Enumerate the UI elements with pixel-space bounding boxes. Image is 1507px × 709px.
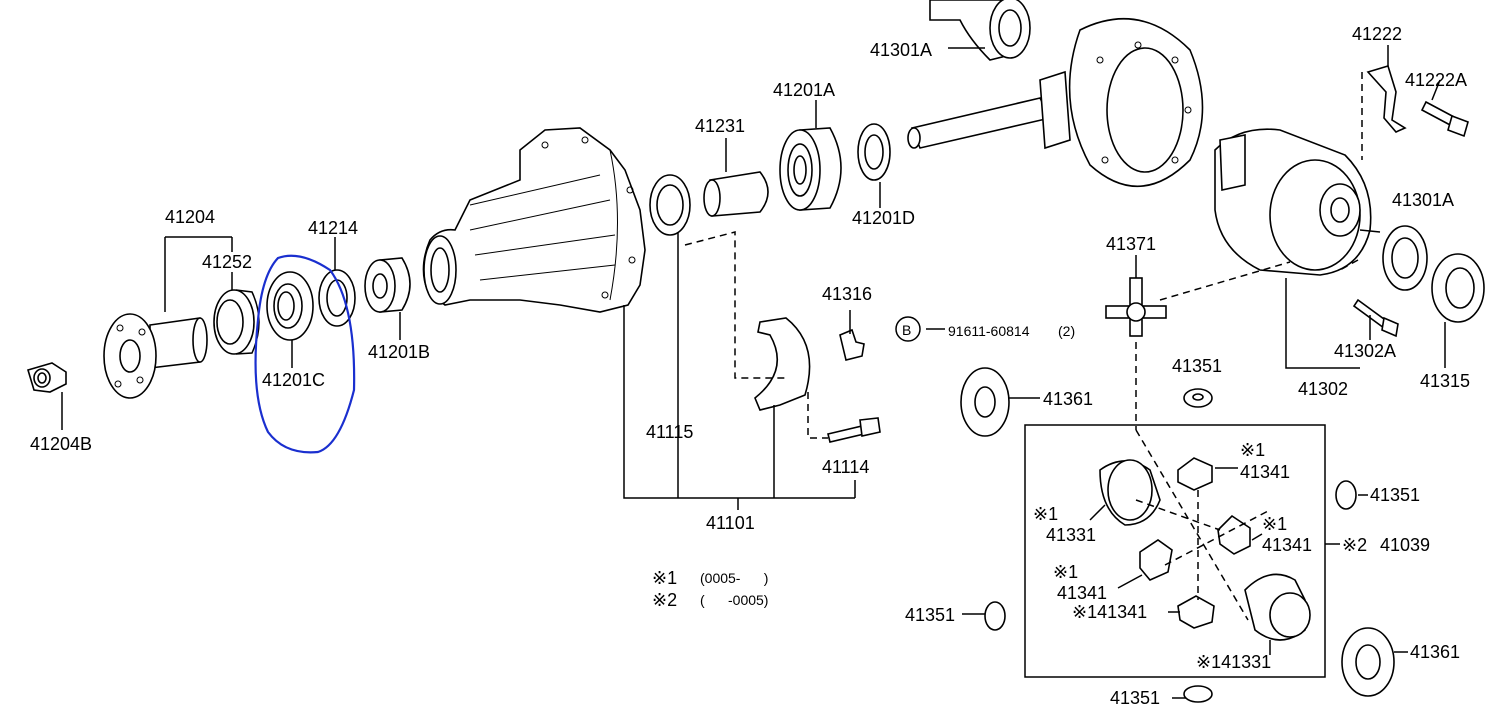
label-bolt-code: 91611-60814 xyxy=(948,323,1030,339)
label-41315: 41315 xyxy=(1420,371,1470,391)
label-41222A: 41222A xyxy=(1405,70,1467,90)
legend-row2-text: ( -0005) xyxy=(700,592,768,608)
part-41331-side-gear-lower xyxy=(1244,573,1311,641)
part-41341-pinion-d xyxy=(1177,595,1215,629)
highlight-circle-41201C xyxy=(254,254,356,454)
label-41302A: 41302A xyxy=(1334,341,1396,361)
label-41252: 41252 xyxy=(202,252,252,272)
label-41301A-right: 41301A xyxy=(1392,190,1454,210)
part-41341-pinion-c xyxy=(1139,539,1173,581)
bolt-marker-circle xyxy=(895,316,921,342)
mark-41341-c: ※1 xyxy=(1053,562,1078,582)
part-41201A-bearing xyxy=(779,127,842,211)
label-41204B: 41204B xyxy=(30,434,92,454)
part-41301A-top-bearing xyxy=(929,0,1031,61)
label-41115: 41115 xyxy=(646,422,693,442)
label-41231: 41231 xyxy=(695,116,745,136)
label-41351-b: 41351 xyxy=(1370,485,1420,505)
label-41201B: 41201B xyxy=(368,342,430,362)
label-41351-a: 41351 xyxy=(1172,356,1222,376)
mark-41039: ※2 xyxy=(1342,535,1367,555)
part-41316-bracket xyxy=(839,328,865,361)
label-41222: 41222 xyxy=(1352,24,1402,44)
part-41201D-shim xyxy=(857,123,891,181)
label-41341-d: ※141341 xyxy=(1072,602,1147,622)
part-41351-washer-d xyxy=(1183,685,1213,703)
label-41341-a: 41341 xyxy=(1240,462,1290,482)
bolt-marker-letter: B xyxy=(902,322,911,338)
part-41351-washer-c xyxy=(984,601,1006,631)
label-41302: 41302 xyxy=(1298,379,1348,399)
label-41351-d: 41351 xyxy=(1110,688,1160,708)
part-41204-flange xyxy=(103,313,208,399)
part-41351-washer-b xyxy=(1335,480,1357,510)
part-41371-spider xyxy=(1105,277,1167,337)
part-41214-spacer xyxy=(318,269,356,327)
part-41201B-bearing xyxy=(364,257,411,313)
mark-41341-a: ※1 xyxy=(1240,440,1265,460)
part-41222-lock xyxy=(1366,65,1407,133)
part-carrier-housing xyxy=(422,127,646,313)
part-41222A-bolt xyxy=(1420,100,1469,138)
part-41302A-bolt xyxy=(1352,298,1399,338)
label-41214: 41214 xyxy=(308,218,358,238)
part-41331-side-gear xyxy=(1099,459,1161,526)
part-41204B-nut xyxy=(27,362,67,393)
mark-41331: ※1 xyxy=(1033,504,1058,524)
label-41101: 41101 xyxy=(706,513,755,533)
label-41316: 41316 xyxy=(822,284,872,304)
legend-row1-text: (0005- ) xyxy=(700,570,768,586)
part-41302-diff-case xyxy=(1214,128,1372,276)
part-ring-and-pinion xyxy=(907,18,1204,188)
part-41201C-bearing xyxy=(266,271,314,341)
part-41101-bearing-cap xyxy=(754,317,811,411)
label-41341-c: 41341 xyxy=(1057,583,1107,603)
part-41252-seal xyxy=(213,289,260,355)
legend-row2-mark: ※2 xyxy=(652,590,677,610)
label-41331: 41331 xyxy=(1046,525,1096,545)
part-41351-washer-a xyxy=(1183,388,1213,408)
label-41204: 41204 xyxy=(165,207,215,227)
inset-box-41039 xyxy=(1024,424,1326,678)
part-41115-race xyxy=(649,174,691,236)
mark-41341-b: ※1 xyxy=(1262,514,1287,534)
label-41301A-top: 41301A xyxy=(870,40,932,60)
part-41301A-right-bearing xyxy=(1382,225,1428,291)
part-41114-bolt xyxy=(827,417,881,443)
label-41371: 41371 xyxy=(1106,234,1156,254)
label-41361-a: 41361 xyxy=(1043,389,1093,409)
label-41351-c: 41351 xyxy=(905,605,955,625)
label-41361-b: 41361 xyxy=(1410,642,1460,662)
label-bolt-qty: (2) xyxy=(1058,323,1075,339)
part-41361-washer-lower xyxy=(1341,627,1395,697)
part-41315-adjusting-nut xyxy=(1431,253,1485,323)
legend-row1-mark: ※1 xyxy=(652,568,677,588)
part-41341-pinion-a xyxy=(1177,457,1213,491)
label-41201D: 41201D xyxy=(852,208,915,228)
label-41201C: 41201C xyxy=(262,370,325,390)
label-41201A: 41201A xyxy=(773,80,835,100)
label-41341-b: 41341 xyxy=(1262,535,1312,555)
dashed-assembly-lines xyxy=(684,72,1363,621)
label-41331-b: ※141331 xyxy=(1196,652,1271,672)
legend: ※1 (0005- ) ※2 ( -0005) xyxy=(652,568,768,610)
part-41361-washer-upper xyxy=(960,367,1010,437)
leader-lines xyxy=(61,45,1446,699)
label-41114: 41114 xyxy=(822,457,869,477)
label-41039: 41039 xyxy=(1380,535,1430,555)
part-41231-spacer xyxy=(703,171,769,217)
